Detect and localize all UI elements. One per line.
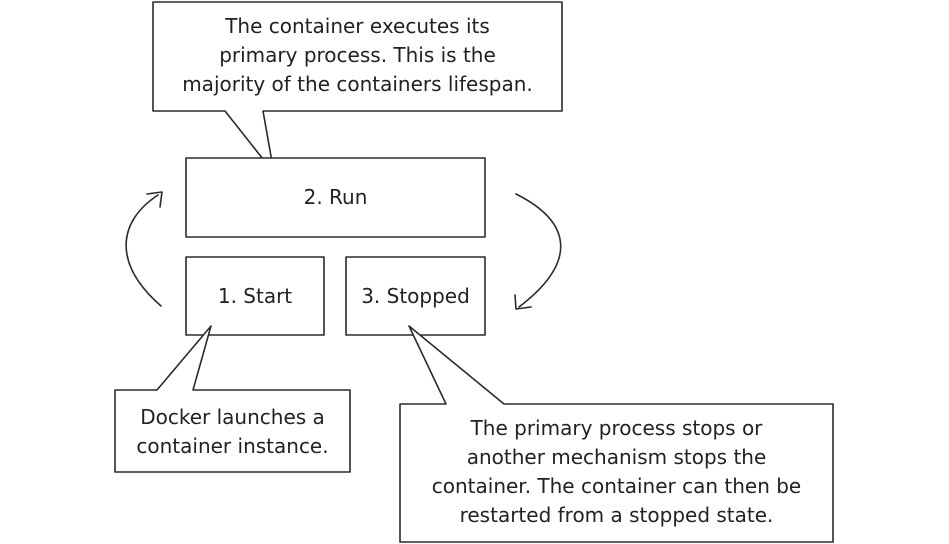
run-stage-label: 2. Run xyxy=(303,185,368,209)
stopped-box-outline xyxy=(345,256,486,336)
start-to-run-arrow xyxy=(125,194,162,307)
stopped-callout-bubble xyxy=(399,325,834,543)
start-callout-line: Docker launches a xyxy=(140,405,325,429)
start-to-run-arrowhead xyxy=(146,191,163,208)
start-box-outline xyxy=(185,256,325,336)
start-callout-bubble xyxy=(114,325,351,473)
run-callout-line: primary process. This is the xyxy=(219,43,496,67)
run-callout-line: The container executes its xyxy=(225,14,490,38)
run-to-stopped-arrow xyxy=(515,193,562,308)
run-callout-bubble xyxy=(152,1,563,174)
stopped-callout-line: The primary process stops or xyxy=(470,416,763,440)
run-box-outline xyxy=(185,157,486,238)
run-callout-line: majority of the containers lifespan. xyxy=(182,72,533,96)
start-callout-line: container instance. xyxy=(136,434,329,458)
stopped-callout-line: another mechanism stops the xyxy=(466,445,767,469)
run-to-stopped-arrowhead xyxy=(514,294,532,310)
stopped-stage-label: 3. Stopped xyxy=(361,283,470,308)
start-callout-text: Docker launches a container instance. xyxy=(115,403,350,461)
stopped-callout-line: container. The container can then be xyxy=(431,474,802,498)
run-callout-text: The container executes its primary proce… xyxy=(153,12,562,99)
stopped-callout-text: The primary process stops or another mec… xyxy=(400,414,833,530)
start-stage-label: 1. Start xyxy=(217,283,293,308)
stopped-callout-line: restarted from a stopped state. xyxy=(459,503,774,527)
